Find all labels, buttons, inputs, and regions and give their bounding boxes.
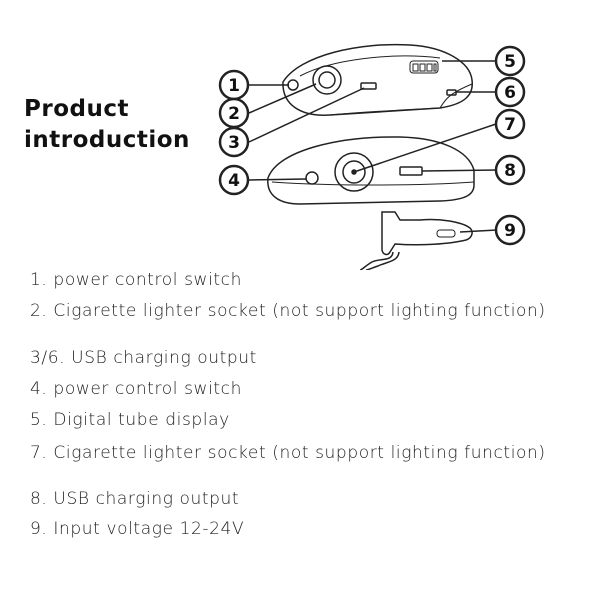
svg-text:4: 4 <box>228 171 240 191</box>
list-item: 4. power control switch <box>30 379 242 399</box>
display-5-icon <box>409 60 439 74</box>
svg-text:8: 8 <box>504 161 516 181</box>
device-top-ridge <box>299 55 441 77</box>
list-item: 5. Digital tube display <box>30 410 230 430</box>
list-item: 3/6. USB charging output <box>30 348 257 368</box>
callout-3: 3 <box>218 126 250 158</box>
callout-4: 4 <box>218 164 250 196</box>
callout-1: 1 <box>218 69 250 101</box>
list-item: 8. USB charging output <box>30 489 240 509</box>
car-plug <box>359 211 473 270</box>
lighter-socket-7-outer-icon <box>334 152 374 192</box>
title-line-1: Product <box>24 96 129 122</box>
display-digits <box>412 63 437 72</box>
plug-cable <box>359 251 394 270</box>
callout-9: 9 <box>494 214 526 246</box>
device-top-body <box>282 43 473 116</box>
callout-7: 7 <box>494 108 526 140</box>
device-top-view <box>282 43 473 116</box>
list-item: 1. power control switch <box>30 270 242 290</box>
usb-port-3-icon <box>360 82 377 90</box>
lighter-socket-2-inner-icon <box>318 71 336 89</box>
svg-text:6: 6 <box>504 83 516 103</box>
svg-text:2: 2 <box>228 104 240 124</box>
lighter-socket-7-inner-icon <box>342 160 366 184</box>
power-switch-1-icon <box>287 79 299 91</box>
list-item: 9. Input voltage 12-24V <box>30 519 245 539</box>
device-top-shell <box>329 83 473 116</box>
callout-6: 6 <box>494 76 526 108</box>
svg-text:9: 9 <box>504 221 516 241</box>
svg-text:7: 7 <box>504 115 516 135</box>
list-item: 7. Cigarette lighter socket (not support… <box>30 443 546 463</box>
lighter-socket-2-outer-icon <box>312 65 342 95</box>
callout-2: 2 <box>218 97 250 129</box>
callout-8: 8 <box>494 154 526 186</box>
list-item: 2. Cigarette lighter socket (not support… <box>30 301 546 321</box>
page-title: Product introduction <box>24 94 190 156</box>
callout-5: 5 <box>494 45 526 77</box>
device-side-view <box>267 136 475 205</box>
svg-text:1: 1 <box>228 76 240 96</box>
leader-lines <box>248 60 498 233</box>
svg-text:3: 3 <box>228 133 240 153</box>
device-side-edge <box>271 181 475 186</box>
power-switch-4-icon <box>305 171 319 185</box>
title-line-2: introduction <box>24 127 190 153</box>
svg-text:5: 5 <box>504 52 516 72</box>
plug-body <box>381 211 473 256</box>
usb-port-8-icon <box>399 166 423 176</box>
device-side-body <box>267 136 475 205</box>
product-diagram: 1 2 3 4 5 6 7 8 9 <box>218 43 526 270</box>
plug-led-icon <box>436 229 456 238</box>
